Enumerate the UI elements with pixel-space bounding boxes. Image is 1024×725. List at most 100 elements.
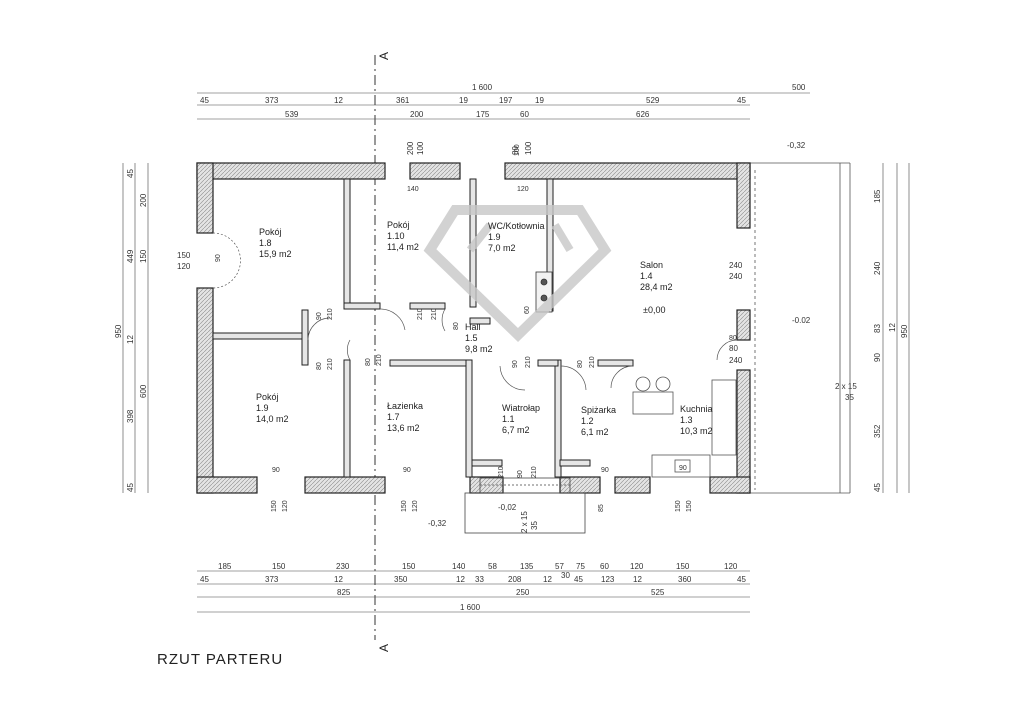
room-wiatrolap: Wiatrołap 1.1 6,7 m2 [502,403,540,435]
top-open-2: 80 [511,146,520,155]
section-line: A A [374,52,391,652]
svg-text:6,7 m2: 6,7 m2 [502,425,530,435]
top-r1-0: 45 [200,96,209,105]
wl-2: 150 [401,500,408,512]
right-outer: 950 [900,324,909,338]
room-kuchnia: Kuchnia 1.3 10,3 m2 [680,404,713,436]
bot-r1-8: 75 [576,562,585,571]
room-pokoj-110: Pokój 1.10 11,4 m2 [387,220,419,252]
svg-text:Pokój: Pokój [256,392,279,402]
ol-4: 90 [316,312,323,320]
left-dimension-chains: 950 45 449 12 398 45 200 150 600 150 120 [114,163,191,493]
bot-r1-10: 120 [630,562,644,571]
svg-text:Salon: Salon [640,260,663,270]
bot-r2-2: 12 [334,575,343,584]
svg-text:1.9: 1.9 [488,232,501,242]
outside-level: -0,32 [428,519,447,528]
room-hall: Hall 1.5 9,8 m2 [465,322,493,354]
svg-text:28,4 m2: 28,4 m2 [640,282,673,292]
wl-1: 120 [282,500,289,512]
top-r2-0: 539 [285,110,299,119]
ol-21: 210 [531,466,538,478]
ol-13: 210 [525,356,532,368]
top-r1-8: 45 [737,96,746,105]
bot-r1-11: 150 [676,562,690,571]
bot-r2-9: 123 [601,575,615,584]
svg-text:10,3 m2: 10,3 m2 [680,426,713,436]
left-inner-0: 200 [139,193,148,207]
bot-r2-6: 208 [508,575,522,584]
wl-4: 85 [598,504,605,512]
room-labels: Pokój 1.8 15,9 m2 Pokój 1.10 11,4 m2 WC/… [256,220,713,437]
right-door-1: 240 [729,272,743,281]
bot-r2-1: 373 [265,575,279,584]
svg-text:1.5: 1.5 [465,333,478,343]
bot-r1-5: 58 [488,562,497,571]
top-r2-3: 60 [520,110,529,119]
right-mid-2: 83 [873,324,882,333]
right-mid-3: 90 [873,353,882,362]
right-dimension-chains: 950 185 240 83 90 352 45 12 2 x 15 35 -0… [729,163,910,493]
bot-r3-1: 250 [516,588,530,597]
ol-22: 90 [601,467,609,474]
ol-25: 60 [524,306,531,314]
top-r1-2: 12 [334,96,343,105]
right-level: -0.02 [792,316,811,325]
terrace-outline [750,162,851,494]
ol-14: 80 [577,360,584,368]
left-mid-2: 12 [126,335,135,344]
ol-16: 80 [729,335,737,342]
top-r2-1: 200 [410,110,424,119]
svg-text:11,4 m2: 11,4 m2 [387,242,419,252]
svg-text:13,6 m2: 13,6 m2 [387,423,420,433]
opening-labels: 90 210 140 120 90 210 80 210 210 80 80 2… [215,144,737,478]
ol-7: 210 [417,308,424,320]
wl-3: 120 [412,500,419,512]
left-win-0: 150 [177,251,191,260]
entrance-steps [464,477,586,534]
top-open-3: 100 [524,141,533,155]
svg-text:1.7: 1.7 [387,412,400,422]
left-inner-2: 600 [139,384,148,398]
svg-text:7,0 m2: 7,0 m2 [488,243,516,253]
top-open-1: 100 [416,141,425,155]
top-r2-2: 175 [476,110,490,119]
left-inner-1: 150 [139,249,148,263]
svg-text:1.8: 1.8 [259,238,272,248]
svg-text:1.3: 1.3 [680,415,693,425]
top-r1-4: 19 [459,96,468,105]
left-mid-1: 449 [126,249,135,263]
right-stairs-0: 2 x 15 [835,382,857,391]
ol-18: 90 [272,467,280,474]
top-dimension-chains: 1 600 500 45 373 12 361 19 197 19 529 45… [197,83,810,155]
bot-overall: 1 600 [460,603,481,612]
kitchen-fixtures [632,376,737,478]
ol-6: 80 [316,362,323,370]
bot-r1-1: 150 [272,562,286,571]
right-door-3: 240 [729,356,743,365]
ol-2: 140 [407,186,419,193]
svg-text:Wiatrołap: Wiatrołap [502,403,540,413]
ol-23: 90 [679,465,687,472]
left-mid-0: 45 [126,169,135,178]
svg-text:Spiżarka: Spiżarka [581,405,616,415]
svg-text:1.10: 1.10 [387,231,405,241]
svg-text:14,0 m2: 14,0 m2 [256,414,289,424]
svg-text:9,8 m2: 9,8 m2 [465,344,493,354]
bot-r2-10: 12 [633,575,642,584]
top-r2-4: 626 [636,110,650,119]
ol-20: 90 [517,470,524,478]
right-mid-5: 45 [873,483,882,492]
bot-r2-11: 360 [678,575,692,584]
interior-walls [212,178,634,478]
bot-r2-4: 12 [456,575,465,584]
ol-24: 100 [514,144,521,156]
window-labels: 150 120 150 120 85 150 150 [271,500,693,512]
door-swings [212,232,738,391]
bot-r1-7: 57 [555,562,564,571]
exterior-walls [196,162,751,494]
bot-r1-4: 140 [452,562,466,571]
right-inner-0: 12 [888,323,897,332]
ol-5: 210 [327,358,334,370]
